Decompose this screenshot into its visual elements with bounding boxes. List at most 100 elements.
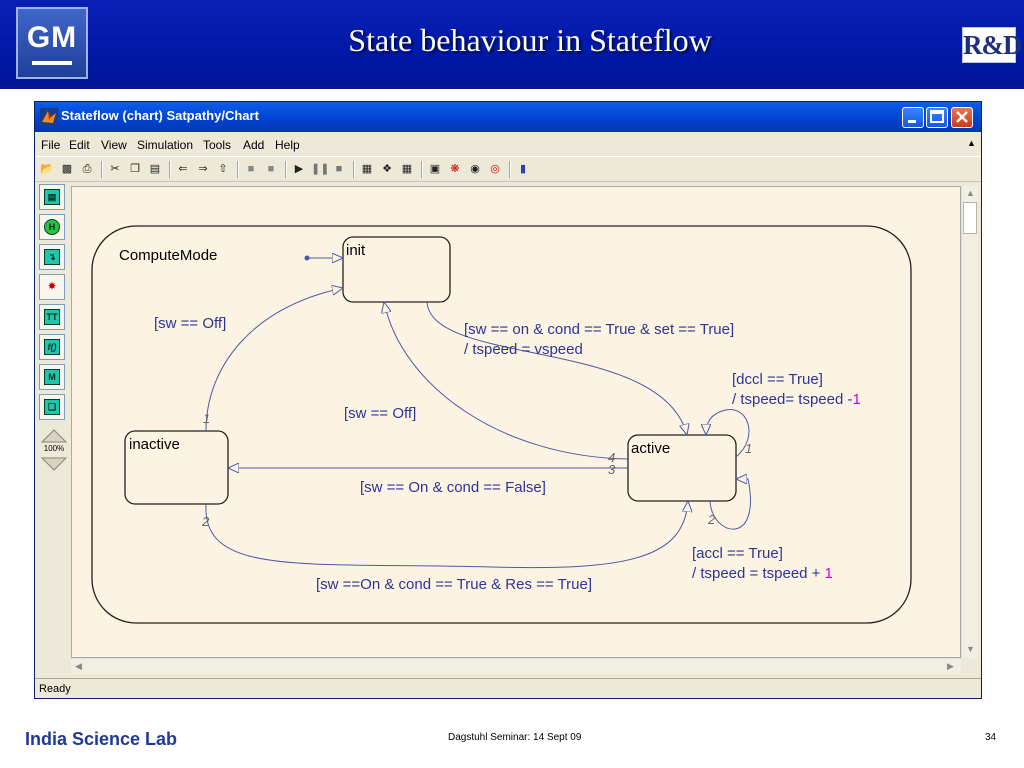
box-button[interactable]: ❏	[39, 394, 65, 420]
state-tool-button[interactable]: ▤	[39, 184, 65, 210]
vertical-scroll-thumb[interactable]	[963, 202, 977, 234]
scroll-up-icon[interactable]: ▲	[966, 188, 975, 198]
slide-title: State behaviour in Stateflow	[348, 22, 712, 58]
header-divider	[0, 86, 1024, 89]
chart-canvas[interactable]: ComputeMode init inactive active [sw == …	[71, 186, 961, 658]
transition-inactive-to-init[interactable]	[205, 288, 343, 432]
connective-junction-icon: ✸	[44, 279, 60, 295]
play-icon[interactable]: ▶	[294, 163, 304, 175]
toolbar-separator	[421, 161, 423, 178]
back-icon[interactable]: ⇐	[178, 163, 188, 175]
truth-table-button[interactable]: TT	[39, 304, 65, 330]
close-button[interactable]	[951, 107, 973, 128]
explore-icon[interactable]: ▣	[429, 163, 441, 175]
default-transition-icon: ↴	[44, 249, 60, 265]
connective-junction-button[interactable]: ✸	[39, 274, 65, 300]
transition-active-self-decelerate[interactable]	[706, 409, 750, 458]
history-junction-icon: H	[44, 219, 60, 235]
state-init-label: init	[346, 242, 366, 259]
priority-active-to-init: 4	[608, 450, 615, 465]
paste-icon[interactable]: ▤	[149, 163, 161, 175]
forward-icon[interactable]: ⇒	[198, 163, 208, 175]
menu-bar: File Edit View Simulation Tools Add Help…	[35, 134, 981, 154]
transition-self-accelerate-action-text: / tspeed = tspeed +	[692, 565, 821, 582]
scroll-down-icon[interactable]: ▼	[966, 644, 975, 654]
transition-active-to-init[interactable]	[384, 302, 629, 460]
minimize-button[interactable]	[902, 107, 924, 128]
simulink-icon[interactable]: ▮	[519, 163, 527, 175]
model-explorer-icon[interactable]: ▦	[361, 163, 373, 175]
menu-add[interactable]: Add	[243, 138, 265, 152]
history-junction-button[interactable]: H	[39, 214, 65, 240]
menu-file[interactable]: File	[41, 138, 61, 152]
function-button[interactable]: f()	[39, 334, 65, 360]
transition-inactive-to-active-label: [sw ==On & cond == True & Res == True]	[316, 576, 592, 593]
find-icon[interactable]: ◉	[470, 163, 480, 175]
menu-overflow-icon[interactable]: ▲	[967, 138, 976, 148]
transition-init-to-active-condition: [sw == on & cond == True & set == True]	[464, 321, 734, 338]
window-title: Stateflow (chart) Satpathy/Chart	[61, 108, 259, 123]
transition-active-to-inactive-label: [sw == On & cond == False]	[360, 479, 546, 496]
vertical-scrollbar[interactable]: ▲ ▼	[961, 186, 978, 658]
menu-view[interactable]: View	[101, 138, 127, 152]
state-active-label: active	[631, 440, 670, 457]
box-icon: ❏	[44, 399, 60, 415]
pause-icon[interactable]: ❚❚	[311, 163, 330, 175]
horizontal-scrollbar[interactable]: ◀ ▶	[71, 658, 961, 674]
print-icon[interactable]: ⎙	[82, 163, 92, 175]
footer-organization: India Science Lab	[25, 729, 178, 749]
open-icon[interactable]: 📂	[40, 163, 54, 175]
close-icon	[956, 111, 968, 123]
zoom-arrows-icon[interactable]	[39, 428, 69, 472]
stateflow-diagram[interactable]: ComputeMode init inactive active [sw == …	[72, 187, 961, 658]
stateflow-window: Stateflow (chart) Satpathy/Chart File Ed…	[34, 101, 982, 699]
scroll-right-icon[interactable]: ▶	[947, 661, 954, 671]
toolbar-separator	[169, 161, 171, 178]
zoom-control: 100%	[39, 428, 69, 472]
toolbar: 📂 ▩ ⎙ ✂ ❐ ▤ ⇐ ⇒ ⇧ ■ ■ ▶ ❚❚ ■ ▦ ❖ ▦ ▣ ❋ ◉…	[35, 156, 981, 182]
transition-self-accelerate-condition: [accl == True]	[692, 545, 783, 562]
priority-inactive-to-active: 2	[201, 514, 210, 529]
state-inactive-label: inactive	[129, 436, 180, 453]
transition-self-accelerate-action: / tspeed = tspeed +1	[692, 565, 833, 582]
scroll-left-icon[interactable]: ◀	[75, 661, 82, 671]
transition-active-self-accelerate[interactable]	[709, 479, 751, 530]
function-icon: f()	[44, 339, 60, 355]
menu-simulation[interactable]: Simulation	[137, 138, 194, 152]
cut-icon[interactable]: ✂	[110, 163, 120, 175]
priority-inactive-to-init: 1	[203, 411, 210, 426]
build-icon[interactable]: ■	[247, 163, 255, 175]
status-text: Ready	[39, 683, 71, 695]
debug-icon[interactable]: ❋	[450, 163, 460, 175]
transition-self-decelerate-action-text: / tspeed= tspeed -	[732, 391, 853, 408]
transition-self-decelerate-condition: [dccl == True]	[732, 371, 823, 388]
transition-init-to-active[interactable]	[426, 301, 687, 435]
default-transition-dot	[304, 255, 310, 261]
window-titlebar[interactable]: Stateflow (chart) Satpathy/Chart	[35, 102, 981, 132]
object-palette: ▤ H ↴ ✸ TT f() M ❏ 100%	[37, 184, 71, 664]
up-icon[interactable]: ⇧	[218, 163, 228, 175]
compute-mode-superstate[interactable]	[91, 225, 912, 624]
embedded-matlab-button[interactable]: M	[39, 364, 65, 390]
transition-init-to-active-action: / tspeed = vspeed	[464, 341, 583, 358]
transition-inactive-to-active[interactable]	[205, 501, 688, 569]
data-icon[interactable]: ▦	[401, 163, 413, 175]
target-icon[interactable]: ◎	[490, 163, 500, 175]
copy-icon[interactable]: ❐	[130, 163, 140, 175]
menu-edit[interactable]: Edit	[69, 138, 90, 152]
stop-icon[interactable]: ■	[335, 163, 343, 175]
debugger-icon[interactable]: ❖	[382, 163, 392, 175]
menu-help[interactable]: Help	[275, 138, 300, 152]
priority-active-self-top: 1	[745, 441, 752, 456]
transition-self-decelerate-value: 1	[853, 391, 861, 408]
menu-tools[interactable]: Tools	[203, 138, 232, 152]
toolbar-separator	[237, 161, 239, 178]
toolbar-separator	[285, 161, 287, 178]
transition-self-accelerate-value: 1	[824, 565, 832, 582]
save-icon[interactable]: ▩	[61, 163, 73, 175]
maximize-button[interactable]	[926, 107, 948, 128]
transition-inactive-to-init-label: [sw == Off]	[154, 315, 226, 332]
state-init[interactable]	[342, 236, 451, 303]
default-transition-button[interactable]: ↴	[39, 244, 65, 270]
rebuild-icon[interactable]: ■	[267, 163, 275, 175]
